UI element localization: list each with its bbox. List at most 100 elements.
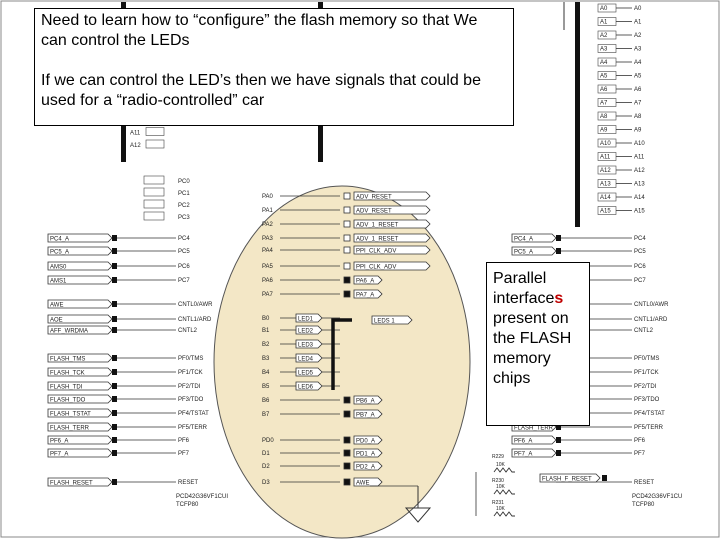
right-pin-label: A9 [634,128,642,134]
left-pin-label: PC7 [178,278,190,284]
ground-symbol [404,486,432,523]
right-pin-label: PF7 [634,451,646,457]
center-net-7-label: PA7_A [356,293,374,299]
center-net-0-flag [353,191,431,201]
right-pin-label: PF0/TMS [634,356,659,362]
right-addr-label: A9 [600,128,608,134]
center-net-square [343,436,351,444]
right-addr-label: A6 [600,87,608,93]
center-net-1-label: ADV_RESET [356,209,392,215]
right-addr-label: A2 [600,33,608,39]
right-pin-label: A12 [634,168,645,174]
right-net-1-flag [511,435,557,445]
center-pin-label: B0 [262,316,270,322]
left-net-14-label: AMS0 [50,265,67,271]
center-net-square [343,410,351,418]
center-net-10-label: PD0_A [356,439,375,445]
right-addr-label: A14 [600,195,611,201]
left-net-12-label: PC4_A [50,237,69,243]
led-3-flag [295,353,323,363]
main-note-line1: Need to learn how to “configure” the fla… [41,12,478,49]
right-addr-label: A13 [600,182,611,188]
right-pin-label: CNTL0/AWR [634,302,669,308]
center-pin-label: D3 [262,480,270,486]
led-4-label: LED5 [298,371,314,377]
right-net-4-flag [511,246,557,256]
left-net-10-flag [47,314,113,324]
center-pin-label: B6 [262,398,270,404]
center-net-square [343,206,351,214]
right-pin-square [556,437,561,443]
left-pc-label: PC3 [178,215,190,221]
center-pin-label: B7 [262,412,270,418]
center-net-square [343,290,351,298]
right-net-3-flag [511,233,557,243]
left-pin-label: PF3/TDO [178,397,204,403]
left-pin-label: PF0/TMS [178,356,203,362]
right-net-5-label: FLASH_F_RESET [542,477,592,483]
left-addr-box [145,127,165,136]
left-pin-square [112,369,117,375]
left-pin-label: PC4 [178,236,190,242]
right-pin-label: A0 [634,6,642,12]
part-right-name: PCD42G36VF1CU [632,494,682,500]
right-pin-label: CNTL2 [634,328,654,334]
left-net-6-flag [47,435,113,445]
center-net-square [343,462,351,470]
left-pin-square [112,263,117,269]
center-pin-label: D1 [262,451,270,457]
center-pin-label: D2 [262,464,270,470]
right-pin-label: A3 [634,47,642,53]
right-pin-label: PC5 [634,249,646,255]
left-net-7-flag [47,448,113,458]
main-note-line2: If we can control the LED’s then we have… [41,72,481,109]
left-net-5-label: FLASH_TERR [50,426,90,432]
left-net-3-flag [47,394,113,404]
left-pin-label: PF5/TERR [178,425,208,431]
right-net-5-flag [539,473,601,483]
center-net-4-label: PPI_CLK_ADV [356,249,396,255]
left-pin-square [112,396,117,402]
right-pin-label: A8 [634,114,642,120]
right-pin-label: A5 [634,74,642,80]
right-pin-label: A7 [634,101,642,107]
left-a-box [143,175,165,185]
center-net-square [343,478,351,486]
parallel-note-box: Parallel interfaces present on the FLASH… [486,262,590,426]
right-addr-label: A3 [600,47,608,53]
right-pin-square [556,450,561,456]
left-pin-square [112,383,117,389]
left-net-9-flag [47,299,113,309]
left-net-1-flag [47,367,113,377]
right-pin-label: PC7 [634,278,646,284]
left-pin-label: RESET [178,480,198,486]
left-pin-square [112,355,117,361]
left-net-13-label: PC5_A [50,250,69,256]
right-pin-label: A15 [634,209,645,215]
left-net-3-label: FLASH_TDO [50,398,86,404]
left-a-box [143,199,165,209]
center-pin-label: PA6 [262,278,274,284]
led-2-label: LED3 [298,343,314,349]
left-pin-square [112,424,117,430]
left-pc-label: PC0 [178,179,190,185]
center-net-square [343,246,351,254]
right-pin-label: CNTL1/ARD [634,317,668,323]
right-pin-label: A13 [634,182,645,188]
left-net-2-flag [47,381,113,391]
right-pin-label: A2 [634,33,642,39]
left-addr-label: A11 [130,131,141,137]
r229-value: 10K [496,462,506,468]
center-net-12-flag [353,461,383,471]
left-pin-label: CNTL2 [178,328,198,334]
left-net-0-flag [47,353,113,363]
center-net-11-flag [353,448,383,458]
right-addr-label: A1 [600,20,608,26]
left-addr-label: A12 [130,143,141,149]
led-3-label: LED4 [298,357,314,363]
left-pin-label: CNTL1/ARD [178,317,212,323]
resistor-r230 [493,489,515,495]
highlight-ellipse [213,185,471,539]
left-net-4-label: FLASH_TSTAT [50,412,91,418]
